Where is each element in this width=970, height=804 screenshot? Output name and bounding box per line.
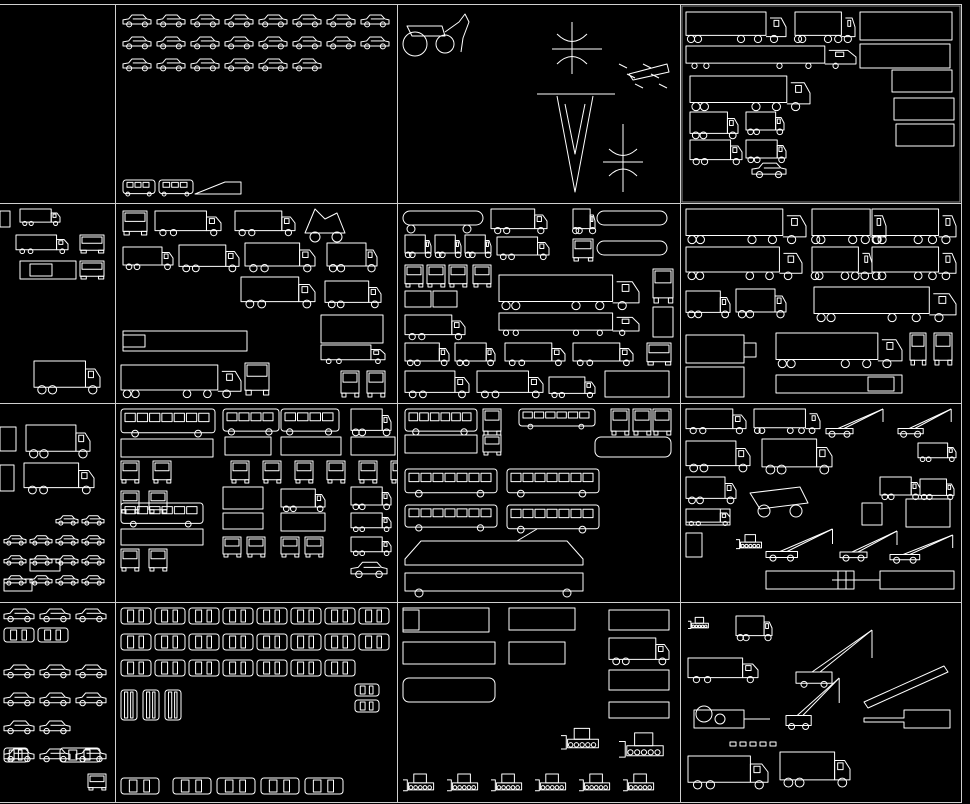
- panel-cars-plan: [120, 607, 390, 795]
- panel-trailers-plan: [685, 11, 955, 179]
- panel-trucks: [120, 208, 386, 399]
- panel-vans-cars: [0, 424, 105, 592]
- panel-buses-rv: [120, 408, 397, 579]
- panel-buses-trams: [404, 408, 672, 598]
- panel-semi-trucks: [685, 208, 957, 398]
- panel-carriage-highways: [402, 13, 670, 193]
- panel-sports-cars: [3, 608, 107, 791]
- panel-construction-cranes: [687, 615, 951, 790]
- panel-cars-elevation: [122, 14, 390, 197]
- panel-trucks-plan-bulldozers: [402, 607, 670, 792]
- panel-tankers-mixers: [402, 208, 674, 399]
- panel-pickups: [0, 208, 105, 395]
- panel-heavy-equipment: [685, 408, 957, 590]
- sheet-grid-lines: [0, 4, 962, 803]
